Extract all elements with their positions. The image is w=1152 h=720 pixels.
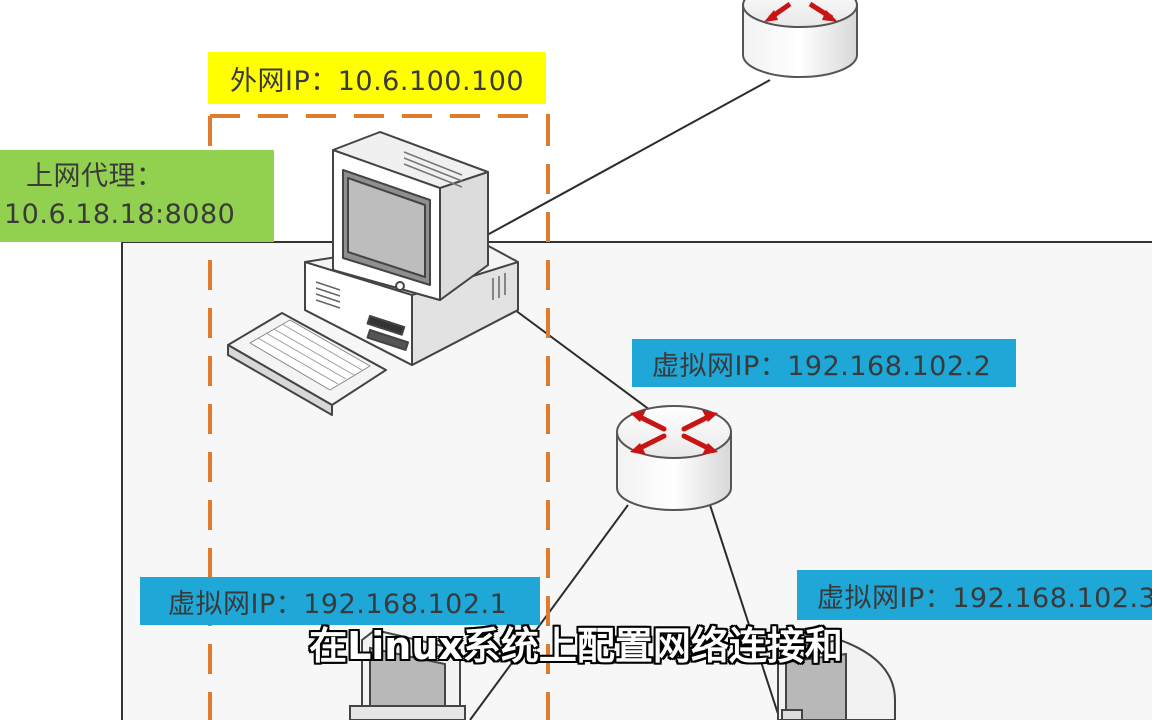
virtual-ip-1-label: 虚拟网IP：192.168.102.1: [140, 577, 540, 625]
router-center-icon: [616, 405, 732, 511]
external-ip-label: 外网IP：10.6.100.100: [208, 52, 546, 104]
proxy-label-line-1: 上网代理：: [26, 161, 164, 192]
video-subtitle: 在Linux系统上配置网络连接和: [309, 623, 843, 668]
link-host-to-center-router: [514, 309, 651, 411]
proxy-label-line-2: 10.6.18.18:8080: [4, 199, 236, 230]
proxy-label: 上网代理： 10.6.18.18:8080: [0, 150, 274, 242]
virtual-ip-3-label: 虚拟网IP：192.168.102.3: [797, 570, 1152, 620]
vm-computer-1-icon: [349, 628, 466, 720]
link-center-router-to-vm3: [709, 504, 781, 720]
link-host-to-top-router: [477, 79, 771, 241]
host-computer-icon: [227, 131, 519, 416]
virtual-ip-2-label: 虚拟网IP：192.168.102.2: [632, 339, 1016, 387]
router-top-icon: [742, 0, 858, 78]
vm-computer-3-icon: [777, 638, 896, 720]
